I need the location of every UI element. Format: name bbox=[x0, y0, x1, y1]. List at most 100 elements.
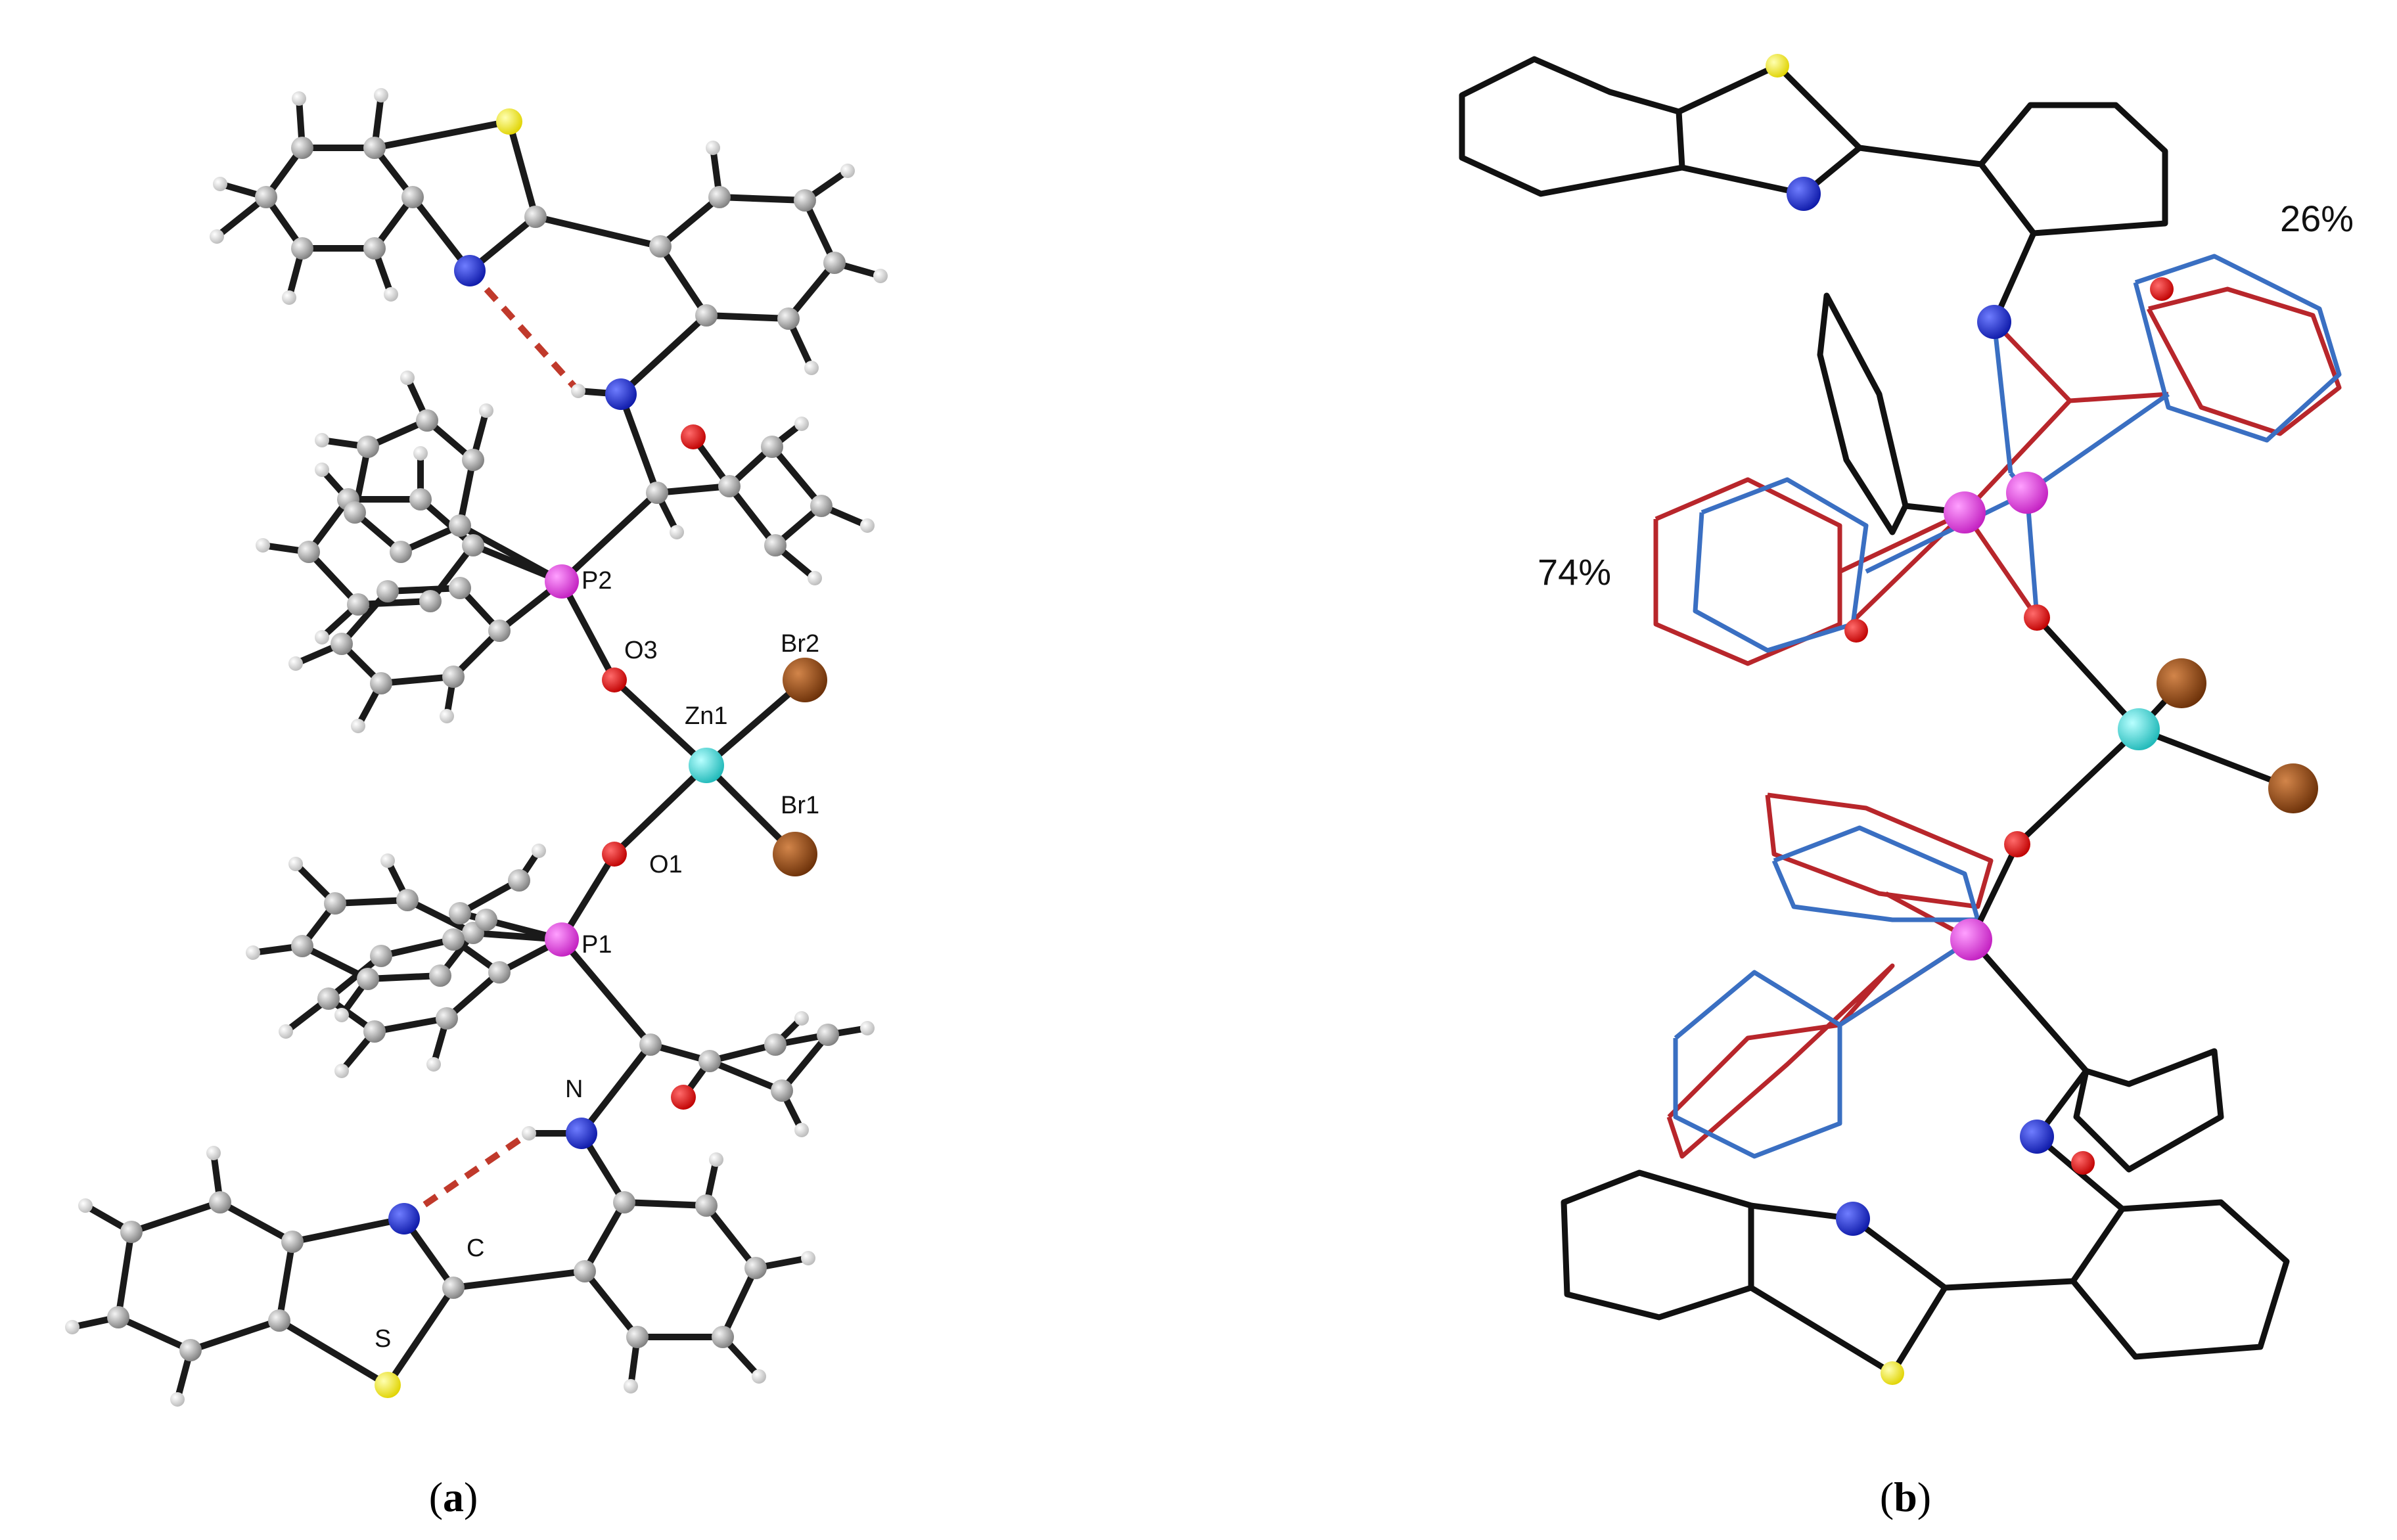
carbon-atom bbox=[209, 1191, 231, 1213]
nitrogen-atom bbox=[1836, 1202, 1870, 1236]
bond bbox=[726, 483, 779, 549]
bond bbox=[703, 1202, 759, 1271]
bond bbox=[611, 677, 710, 769]
carbon-atom bbox=[449, 514, 471, 537]
phosphorus-atom bbox=[545, 922, 579, 957]
carbon-atom bbox=[396, 889, 419, 911]
carbon-atom bbox=[291, 137, 313, 159]
hydrogen-atom bbox=[670, 525, 684, 539]
hydrogen-bond-dashed-line bbox=[467, 268, 581, 394]
bond bbox=[338, 588, 391, 647]
hydrogen-atom bbox=[522, 1126, 536, 1141]
label-Br1: Br1 bbox=[781, 792, 819, 819]
carbon-atom bbox=[708, 186, 731, 208]
carbon-atom bbox=[324, 892, 346, 915]
bond bbox=[115, 1314, 194, 1353]
bond bbox=[578, 1041, 654, 1137]
phosphorus-atom bbox=[2006, 472, 2048, 514]
bond-major bbox=[1992, 320, 2072, 403]
label-C: C bbox=[467, 1234, 484, 1262]
hydrogen-atom bbox=[479, 403, 493, 418]
hydrogen-atom bbox=[246, 945, 260, 960]
phenyl-ring-major bbox=[1666, 963, 1895, 1159]
carbon-atom bbox=[179, 1339, 202, 1361]
oxygen-atom bbox=[2150, 277, 2174, 301]
carbon-atom bbox=[390, 541, 412, 563]
panel-b-atoms bbox=[1766, 54, 2318, 1385]
carbon-atom bbox=[646, 482, 668, 504]
hydrogen-atom bbox=[334, 1064, 349, 1078]
bond bbox=[618, 312, 710, 397]
carbon-atom bbox=[344, 501, 366, 524]
bond-minor bbox=[1865, 490, 2028, 574]
hydrogen-atom bbox=[752, 1369, 766, 1384]
nitrogen-atom bbox=[566, 1118, 597, 1149]
bond bbox=[384, 585, 463, 595]
label-Zn1: Zn1 bbox=[685, 702, 727, 730]
carbon-atom bbox=[377, 580, 399, 602]
hydrogen-atom bbox=[213, 177, 227, 191]
hydrogen-atom bbox=[315, 433, 329, 447]
panel-a-atoms bbox=[65, 88, 888, 1407]
phenyl-ring-black bbox=[1817, 292, 1909, 535]
oxygen-atom bbox=[1844, 619, 1868, 643]
bromine-atom bbox=[783, 658, 827, 702]
hydrogen-atom bbox=[440, 709, 454, 723]
panel-a-hydrogen-bonds bbox=[402, 268, 581, 1222]
bond bbox=[276, 1317, 391, 1388]
bond bbox=[457, 877, 522, 917]
bond bbox=[582, 1268, 641, 1340]
carbon-atom bbox=[524, 206, 547, 228]
oxygen-atom bbox=[602, 842, 627, 867]
bond bbox=[355, 598, 434, 608]
oxygen-atom bbox=[602, 668, 627, 692]
carbon-atom bbox=[771, 1079, 793, 1102]
panel-b-wireframe-disorder: 74% 26% (b) bbox=[1459, 54, 2354, 1520]
bond bbox=[332, 897, 411, 907]
hydrogen-atom bbox=[794, 1123, 809, 1137]
carbon-atom bbox=[442, 928, 465, 951]
sulfur-atom bbox=[496, 108, 522, 135]
carbon-atom bbox=[475, 909, 497, 931]
bond bbox=[532, 214, 664, 250]
bromine-atom bbox=[2157, 658, 2206, 708]
hydrogen-atom bbox=[282, 290, 296, 305]
bond-minor bbox=[2025, 392, 2170, 495]
aniline-ring-upper bbox=[1856, 102, 2168, 237]
bond bbox=[2135, 726, 2296, 792]
sulfur-atom bbox=[375, 1372, 401, 1398]
hydrogen-atom bbox=[413, 446, 428, 461]
carbon-atom bbox=[120, 1221, 143, 1243]
carbon-atom bbox=[363, 1020, 386, 1043]
bond bbox=[378, 673, 457, 687]
carbon-atom bbox=[449, 577, 471, 599]
hydrogen-atom bbox=[860, 1021, 875, 1035]
bond bbox=[802, 197, 838, 266]
label-O1: O1 bbox=[649, 851, 683, 878]
hydrogen-atom bbox=[78, 1198, 93, 1213]
nitrogen-atom bbox=[388, 1203, 420, 1234]
carbon-atom bbox=[409, 488, 432, 510]
bond-minor bbox=[1992, 321, 2013, 474]
oxygen-atom bbox=[671, 1085, 696, 1110]
bond bbox=[559, 489, 660, 585]
carbon-atom bbox=[449, 902, 471, 924]
oxygen-atom bbox=[2024, 604, 2050, 631]
nitrogen-atom bbox=[2020, 1120, 2054, 1154]
hydrogen-atom bbox=[288, 656, 303, 671]
hydrogen-atom bbox=[804, 361, 819, 375]
sulfur-atom bbox=[1766, 54, 1789, 78]
carbon-atom bbox=[401, 186, 424, 208]
carbon-atom bbox=[442, 1277, 465, 1299]
carbon-atom bbox=[416, 409, 438, 432]
bond bbox=[276, 1238, 296, 1324]
panel-a-bonds bbox=[69, 92, 884, 1403]
carbon-atom bbox=[347, 593, 369, 616]
hydrogen-atom bbox=[288, 857, 303, 871]
bromine-atom bbox=[773, 832, 817, 876]
bond bbox=[769, 443, 825, 509]
carbon-atom bbox=[429, 964, 451, 987]
carbon-atom bbox=[613, 1191, 635, 1213]
bond bbox=[325, 953, 384, 1002]
panel-b-caption: (b) bbox=[1880, 1474, 1931, 1520]
